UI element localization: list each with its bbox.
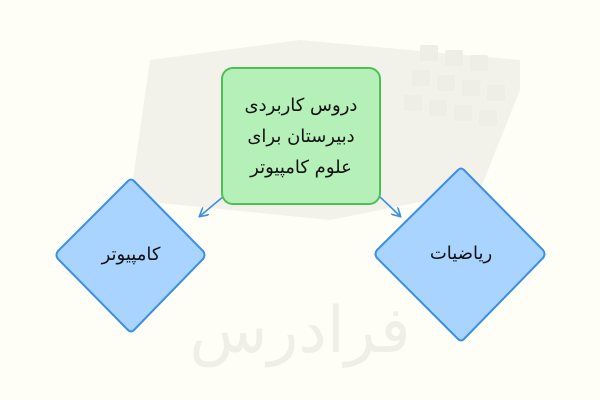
- watermark-text: فرادرس: [189, 294, 410, 368]
- root-node-line-2: دبیرستان برای: [247, 125, 355, 147]
- connector-to-computer: [200, 195, 225, 216]
- connector-to-math: [378, 195, 400, 216]
- root-node-label: دروس کاربردی دبیرستان برای علوم کامپیوتر: [231, 90, 371, 183]
- root-node-line-1: دروس کاربردی: [244, 94, 358, 116]
- computer-node-label: کامپیوتر: [101, 244, 161, 265]
- root-course-node[interactable]: دروس کاربردی دبیرستان برای علوم کامپیوتر: [221, 67, 381, 205]
- math-node-shape[interactable]: [374, 167, 546, 342]
- math-node-label: ریاضیات: [429, 243, 493, 264]
- root-node-line-3: علوم کامپیوتر: [250, 156, 352, 178]
- watermark-grid-icon: [404, 45, 505, 126]
- computer-node-shape[interactable]: [55, 178, 206, 333]
